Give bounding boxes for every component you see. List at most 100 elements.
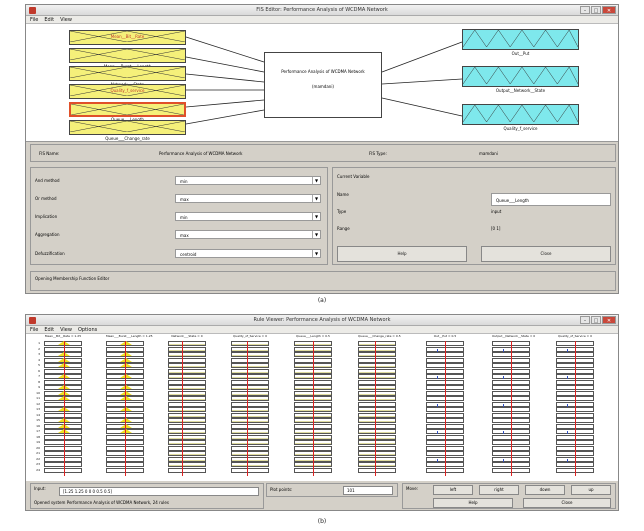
rule-cell (358, 341, 396, 346)
rule-cell (44, 341, 82, 346)
rule-cell (231, 352, 269, 357)
move-left-button[interactable]: left (433, 485, 473, 495)
defuzzification-select[interactable]: centroid▼ (175, 249, 321, 258)
fis-title-bar: FIS Editor: Performance Analysis of WCDM… (26, 5, 618, 16)
close-button[interactable]: Close (481, 246, 611, 262)
plot-points-field[interactable]: 101 (343, 486, 393, 495)
rule-cell (168, 357, 206, 363)
fis-system-box[interactable]: Performance Analysis of WCDMA Network (m… (264, 52, 382, 118)
rule-cell (44, 451, 82, 456)
and-method-select[interactable]: min▼ (175, 176, 321, 185)
input-mf-mean-burst-length[interactable]: Mean___Burst___Length (69, 48, 186, 69)
output-mf-network-state[interactable]: Output__Network__State (462, 66, 579, 93)
close-button[interactable]: Close (523, 498, 611, 508)
fis-editor-window: FIS Editor: Performance Analysis of WCDM… (25, 4, 619, 294)
rule-cell (358, 445, 396, 451)
rule-cell (231, 374, 269, 379)
rule-number: 17 (36, 429, 40, 433)
rule-number: 2 (38, 346, 40, 351)
rule-cell (168, 407, 206, 412)
minimize-icon[interactable]: – (580, 316, 590, 324)
rule-cell (168, 423, 206, 429)
rule-cell (168, 440, 206, 445)
input-mf-network-state[interactable]: Network___State (69, 66, 186, 87)
menu-options[interactable]: Options (77, 327, 98, 333)
rule-cell (168, 341, 206, 346)
input-vector-field[interactable]: [1.25 1.25 0 0 0 0.5 0.5] (59, 487, 259, 496)
maximize-icon[interactable]: □ (591, 316, 601, 324)
output-label: Out__Put (511, 51, 530, 56)
current-value-line[interactable] (511, 341, 512, 476)
rule-viewer-window: Rule Viewer: Performance Analysis of WCD… (25, 314, 619, 511)
menu-file[interactable]: File (30, 17, 39, 23)
input-mf-mean-bit-rate[interactable]: Mean__Bit__Rate (69, 30, 186, 45)
or-method-select[interactable]: max▼ (175, 194, 321, 203)
rule-cell (358, 352, 396, 357)
move-right-button[interactable]: right (479, 485, 519, 495)
rule-cell (358, 385, 396, 390)
rule-column: Network___State = 0 (168, 334, 206, 476)
menu-view[interactable]: View (60, 17, 72, 23)
plot-points-label: Plot points: (270, 487, 293, 492)
current-value-line[interactable] (575, 341, 576, 476)
current-value-line[interactable] (64, 341, 65, 476)
current-value-line[interactable] (247, 341, 248, 476)
maximize-icon[interactable]: □ (591, 6, 601, 14)
input-mf-quality-of-service[interactable]: Quality_f_service (69, 84, 186, 99)
fis-window-title: FIS Editor: Performance Analysis of WCDM… (256, 7, 388, 13)
current-value-line[interactable] (125, 341, 126, 476)
aggregation-select[interactable]: max▼ (175, 230, 321, 239)
rule-cell (231, 412, 269, 418)
close-icon[interactable]: ✕ (602, 316, 616, 324)
menu-edit[interactable]: Edit (44, 327, 55, 333)
rule-cell (231, 363, 269, 368)
rule-cell (168, 396, 206, 401)
output-mf-out-put[interactable]: Out__Put (462, 29, 579, 56)
current-value-line[interactable] (445, 341, 446, 476)
rule-cell (358, 412, 396, 418)
close-icon[interactable]: ✕ (602, 6, 616, 14)
rule-window-title: Rule Viewer: Performance Analysis of WCD… (253, 317, 391, 323)
output-mf-quality-of-service[interactable]: Quality_f_service (462, 104, 579, 131)
rule-cell (168, 379, 206, 385)
rule-cell (231, 467, 269, 473)
rule-cell (358, 451, 396, 456)
move-up-button[interactable]: up (571, 485, 611, 495)
variable-name-field[interactable]: Queue___Length (491, 193, 611, 206)
minimize-icon[interactable]: – (580, 6, 590, 14)
current-value-line[interactable] (375, 341, 376, 476)
rule-cell (231, 456, 269, 462)
rule-cell (44, 412, 82, 418)
column-header: Network___State = 0 (171, 334, 203, 338)
column-header: Mean___Burst___Length = 1.25 (106, 334, 153, 338)
chevron-down-icon: ▼ (312, 250, 320, 257)
input-mf-queue-change-rate[interactable]: Queue___Change_rate (69, 120, 186, 141)
help-button[interactable]: Help (337, 246, 467, 262)
rule-title-bar: Rule Viewer: Performance Analysis of WCD… (26, 315, 618, 326)
rule-number: 19 (36, 440, 40, 444)
rule-cell (44, 418, 82, 423)
help-button[interactable]: Help (433, 498, 513, 508)
rule-cell (231, 379, 269, 385)
current-value-line[interactable] (182, 341, 183, 476)
move-down-button[interactable]: down (525, 485, 565, 495)
menu-view[interactable]: View (60, 327, 72, 333)
rule-column: Queue___Change_rate = 0.5 (358, 334, 401, 476)
menu-edit[interactable]: Edit (44, 17, 55, 23)
menu-file[interactable]: File (30, 327, 39, 333)
implication-select[interactable]: min▼ (175, 212, 321, 221)
input-mf-queue-length[interactable]: Queue___Length (69, 102, 186, 122)
plot-points-panel: Plot points: 101 (266, 483, 398, 497)
rule-cell (231, 407, 269, 412)
rule-cell (44, 462, 82, 467)
rule-cell (44, 390, 82, 396)
aggregation-row: Aggregation max▼ (35, 230, 323, 240)
input-panel: Input: [1.25 1.25 0 0 0 0.5 0.5] Opened … (30, 483, 264, 509)
rule-cell (358, 434, 396, 440)
current-value-line[interactable] (313, 341, 314, 476)
rule-cell (231, 445, 269, 451)
rule-cell (231, 451, 269, 456)
column-header: Out__Put = 0.5 (433, 334, 457, 338)
rule-cell (168, 363, 206, 368)
